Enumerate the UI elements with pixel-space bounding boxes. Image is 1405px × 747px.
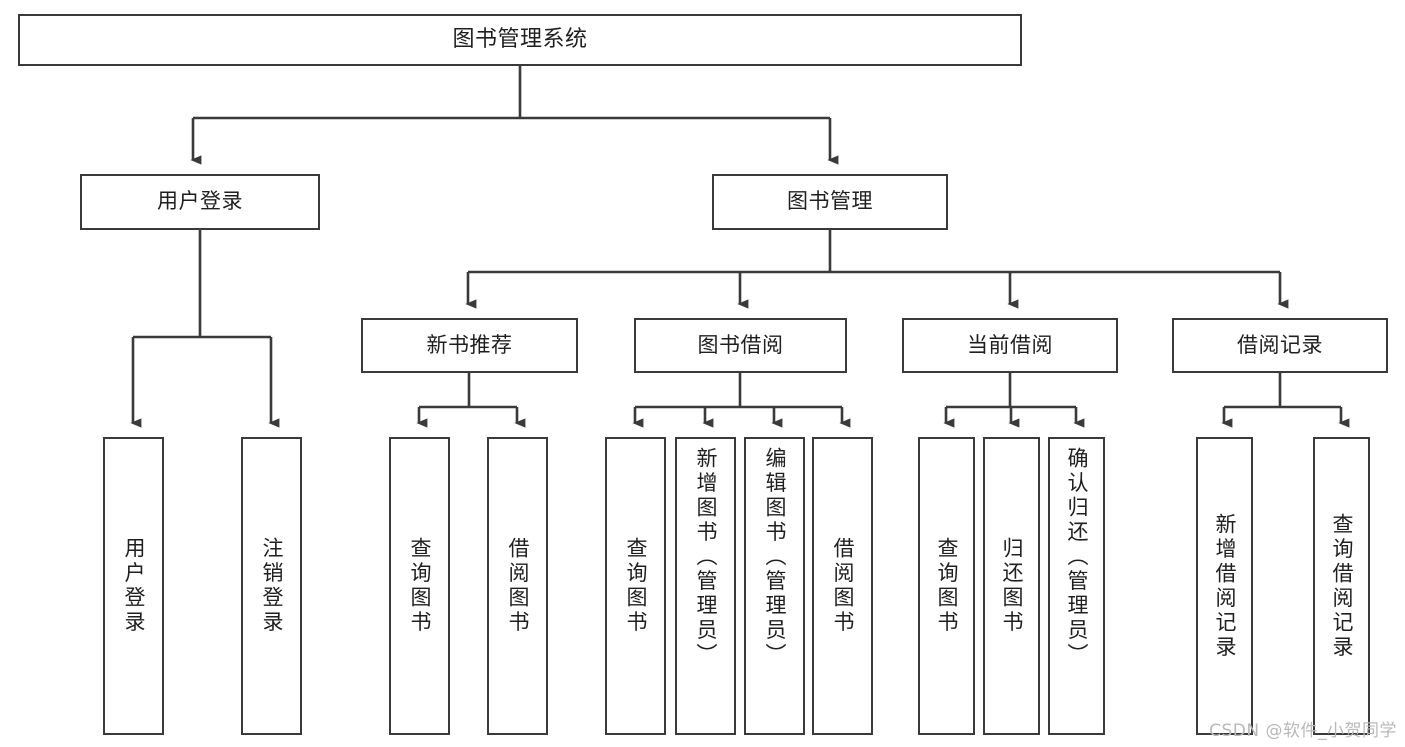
leaf-borrow-book-rec-label: 借阅图书 xyxy=(506,537,530,635)
watermark: CSDN @软件_小贺同学 xyxy=(1209,721,1397,741)
leaf-edit-book-admin-label: 编辑图书（管理员） xyxy=(763,447,787,668)
node-book-manage[interactable]: 图书管理 xyxy=(712,174,948,230)
node-book-borrow[interactable]: 图书借阅 xyxy=(634,318,847,373)
leaf-query-book-current[interactable]: 查询图书 xyxy=(918,437,975,735)
leaf-add-borrow-record-label: 新增借阅记录 xyxy=(1213,512,1237,660)
leaf-query-book-rec[interactable]: 查询图书 xyxy=(389,437,450,735)
node-current-borrow-label: 当前借阅 xyxy=(967,332,1053,357)
node-user-login[interactable]: 用户登录 xyxy=(80,174,320,230)
leaf-borrow-book-rec[interactable]: 借阅图书 xyxy=(487,437,548,735)
leaf-user-login[interactable]: 用户登录 xyxy=(103,437,164,735)
leaf-logout-label: 注销登录 xyxy=(260,537,284,635)
node-borrow-record-label: 借阅记录 xyxy=(1237,332,1323,357)
node-borrow-record[interactable]: 借阅记录 xyxy=(1172,318,1388,373)
node-root-label: 图书管理系统 xyxy=(452,26,588,52)
leaf-logout[interactable]: 注销登录 xyxy=(241,437,302,735)
leaf-add-book-admin[interactable]: 新增图书（管理员） xyxy=(675,437,736,735)
node-book-manage-label: 图书管理 xyxy=(787,189,873,214)
node-root[interactable]: 图书管理系统 xyxy=(18,14,1022,66)
node-new-book-recommend[interactable]: 新书推荐 xyxy=(361,318,578,373)
leaf-query-book-borrow[interactable]: 查询图书 xyxy=(605,437,666,735)
node-book-borrow-label: 图书借阅 xyxy=(697,332,784,357)
leaf-confirm-return-admin[interactable]: 确认归还（管理员） xyxy=(1048,437,1105,735)
node-new-book-recommend-label: 新书推荐 xyxy=(426,332,513,357)
leaf-query-book-borrow-label: 查询图书 xyxy=(624,537,648,635)
leaf-borrow-book-label: 借阅图书 xyxy=(831,537,855,635)
leaf-return-book-label: 归还图书 xyxy=(1000,537,1024,635)
leaf-user-login-label: 用户登录 xyxy=(122,537,146,635)
leaf-edit-book-admin[interactable]: 编辑图书（管理员） xyxy=(744,437,805,735)
leaf-query-borrow-record[interactable]: 查询借阅记录 xyxy=(1313,437,1370,735)
leaf-add-book-admin-label: 新增图书（管理员） xyxy=(694,447,718,668)
leaf-return-book[interactable]: 归还图书 xyxy=(983,437,1040,735)
leaf-query-borrow-record-label: 查询借阅记录 xyxy=(1330,512,1354,660)
leaf-add-borrow-record[interactable]: 新增借阅记录 xyxy=(1196,437,1253,735)
leaf-borrow-book[interactable]: 借阅图书 xyxy=(812,437,873,735)
leaf-confirm-return-admin-label: 确认归还（管理员） xyxy=(1065,447,1089,668)
leaf-query-book-current-label: 查询图书 xyxy=(935,537,959,635)
node-user-login-label: 用户登录 xyxy=(157,189,243,214)
leaf-query-book-rec-label: 查询图书 xyxy=(408,537,432,635)
node-current-borrow[interactable]: 当前借阅 xyxy=(902,318,1118,373)
